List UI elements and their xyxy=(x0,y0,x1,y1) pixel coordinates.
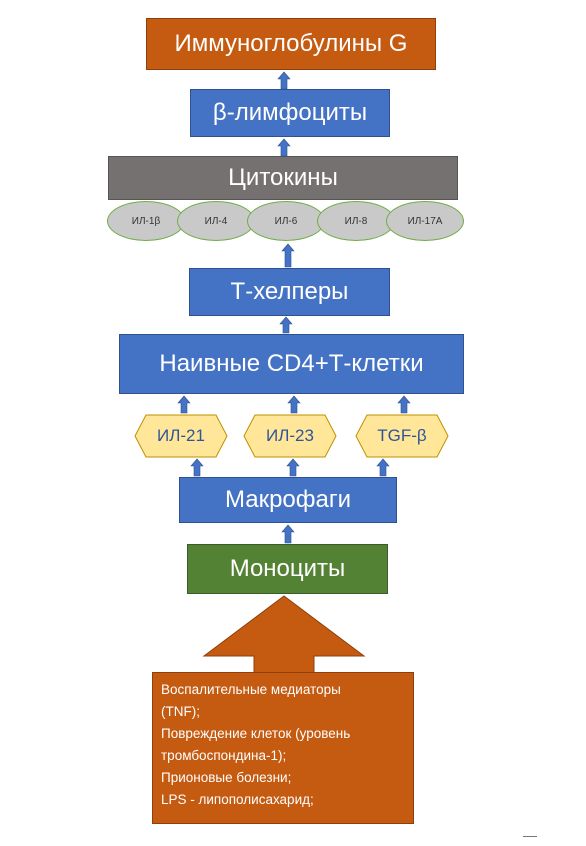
up-arrow-icon xyxy=(279,316,293,334)
source-line: тромбоспондина-1); xyxy=(161,748,287,763)
up-arrow-icon xyxy=(177,395,191,414)
up-arrow-icon xyxy=(277,71,291,90)
il23-label: ИЛ-23 xyxy=(266,426,314,445)
macrophages-box: Макрофаги xyxy=(179,477,397,523)
cytokine-il8-label: ИЛ-8 xyxy=(344,215,368,227)
cytokine-il8: ИЛ-8 xyxy=(317,201,395,241)
source-line: (TNF); xyxy=(161,704,200,719)
tgfb-label: TGF-β xyxy=(377,426,427,445)
monocytes-label: Моноциты xyxy=(229,555,346,582)
cytokine-il17a-label: ИЛ-17А xyxy=(407,215,443,227)
source-line: LPS - липополисахарид; xyxy=(161,792,314,807)
naive-cd4-label: Наивные CD4+Т-клетки xyxy=(159,350,424,377)
cytokines-label: Цитокины xyxy=(228,164,338,191)
hex-il23: ИЛ-23 xyxy=(243,414,337,458)
b-lymphocytes-box: β-лимфоциты xyxy=(190,89,390,137)
b-lymphocytes-label: β-лимфоциты xyxy=(212,99,368,126)
up-arrow-icon xyxy=(281,243,295,268)
up-arrow-icon xyxy=(376,458,390,477)
hex-il21: ИЛ-21 xyxy=(134,414,228,458)
hex-tgfb: TGF-β xyxy=(355,414,449,458)
macrophages-label: Макрофаги xyxy=(224,486,352,513)
up-arrow-icon xyxy=(286,458,300,477)
source-line: Воспалительные медиаторы xyxy=(161,682,341,697)
up-arrow-icon xyxy=(397,395,411,414)
cytokine-il1b: ИЛ-1β xyxy=(107,201,185,241)
il21-label: ИЛ-21 xyxy=(157,426,205,445)
cytokines-box: Цитокины xyxy=(108,156,458,200)
up-arrow-icon xyxy=(281,524,295,544)
t-helpers-box: Т-хелперы xyxy=(189,268,390,316)
hexagon-shape xyxy=(355,414,449,458)
cytokine-il17a: ИЛ-17А xyxy=(386,201,464,241)
hexagon-shape xyxy=(134,414,228,458)
hexagon-shape xyxy=(243,414,337,458)
igg-label: Иммуноглобулины G xyxy=(174,30,408,57)
page-corner-mark xyxy=(523,836,537,841)
up-arrow-icon xyxy=(287,395,301,414)
source-line: Повреждение клеток (уровень xyxy=(161,726,351,741)
cytokine-il6-label: ИЛ-6 xyxy=(274,215,298,227)
source-box: Воспалительные медиаторы (TNF); Поврежде… xyxy=(152,672,414,824)
t-helpers-label: Т-хелперы xyxy=(230,278,349,305)
igg-box: Иммуноглобулины G xyxy=(146,18,436,70)
naive-cd4-box: Наивные CD4+Т-клетки xyxy=(119,334,464,394)
up-arrow-icon xyxy=(190,458,204,477)
cytokine-il4-label: ИЛ-4 xyxy=(204,215,228,227)
cytokine-il1b-label: ИЛ-1β xyxy=(131,215,161,227)
source-line: Прионовые болезни; xyxy=(161,770,292,785)
up-arrow-icon xyxy=(277,138,291,157)
monocytes-box: Моноциты xyxy=(187,544,388,594)
